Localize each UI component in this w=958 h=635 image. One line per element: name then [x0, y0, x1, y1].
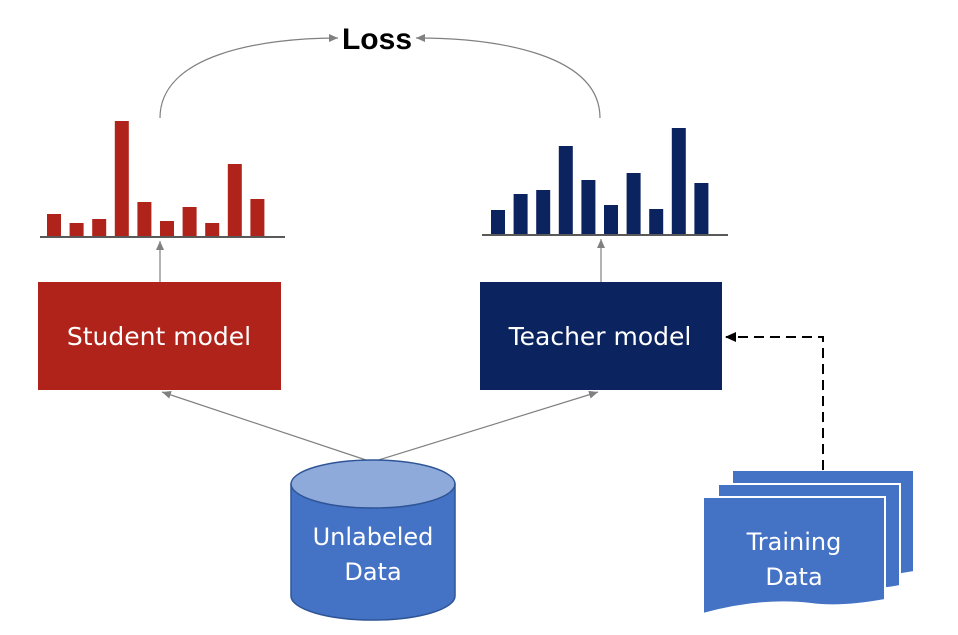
student-output-distribution — [47, 121, 265, 236]
teacher-bar-5 — [581, 180, 596, 234]
teacher-bar-1 — [491, 210, 505, 234]
teacher-bar-9 — [671, 128, 686, 234]
teacher-bar-7 — [626, 173, 641, 234]
teacher-model-label: Teacher model — [508, 322, 692, 351]
student-bar-5 — [137, 202, 152, 236]
student-bar-1 — [47, 214, 61, 236]
student-bar-10 — [250, 199, 265, 236]
data-to-teacher-arrow — [371, 390, 599, 463]
teacher-to-loss-arrow — [415, 34, 601, 119]
student-to-loss-arrow — [159, 34, 339, 119]
teacher-bar-8 — [649, 209, 664, 234]
teacher-output-distribution — [491, 128, 709, 234]
teacher-bar-10 — [694, 183, 709, 234]
student-bar-9 — [227, 164, 242, 236]
training-data-label-line2: Data — [765, 563, 822, 591]
training-data-documents — [702, 469, 915, 616]
teacher-bar-6 — [604, 205, 618, 234]
teacher-model-box — [480, 282, 722, 390]
teacher-bar-4 — [558, 146, 573, 234]
student-bar-8 — [205, 223, 220, 236]
teacher-bar-2 — [513, 194, 528, 234]
student-bar-4 — [114, 121, 129, 236]
training-data-label-line1: Training — [746, 528, 842, 556]
training-to-teacher-arrow — [725, 332, 824, 470]
student-model-label: Student model — [67, 322, 251, 351]
unlabeled-data-label-line1: Unlabeled — [313, 523, 434, 551]
data-to-student-arrow — [161, 391, 373, 463]
teacher-bar-3 — [536, 190, 551, 234]
unlabeled-data-label-line2: Data — [344, 558, 401, 586]
student-bar-3 — [92, 219, 107, 236]
loss-label: Loss — [342, 23, 412, 56]
student-model-box — [38, 282, 281, 390]
unlabeled-data-cylinder — [290, 459, 456, 621]
student-bar-6 — [160, 221, 174, 236]
student-bar-2 — [69, 223, 84, 236]
student-bar-7 — [182, 207, 197, 236]
